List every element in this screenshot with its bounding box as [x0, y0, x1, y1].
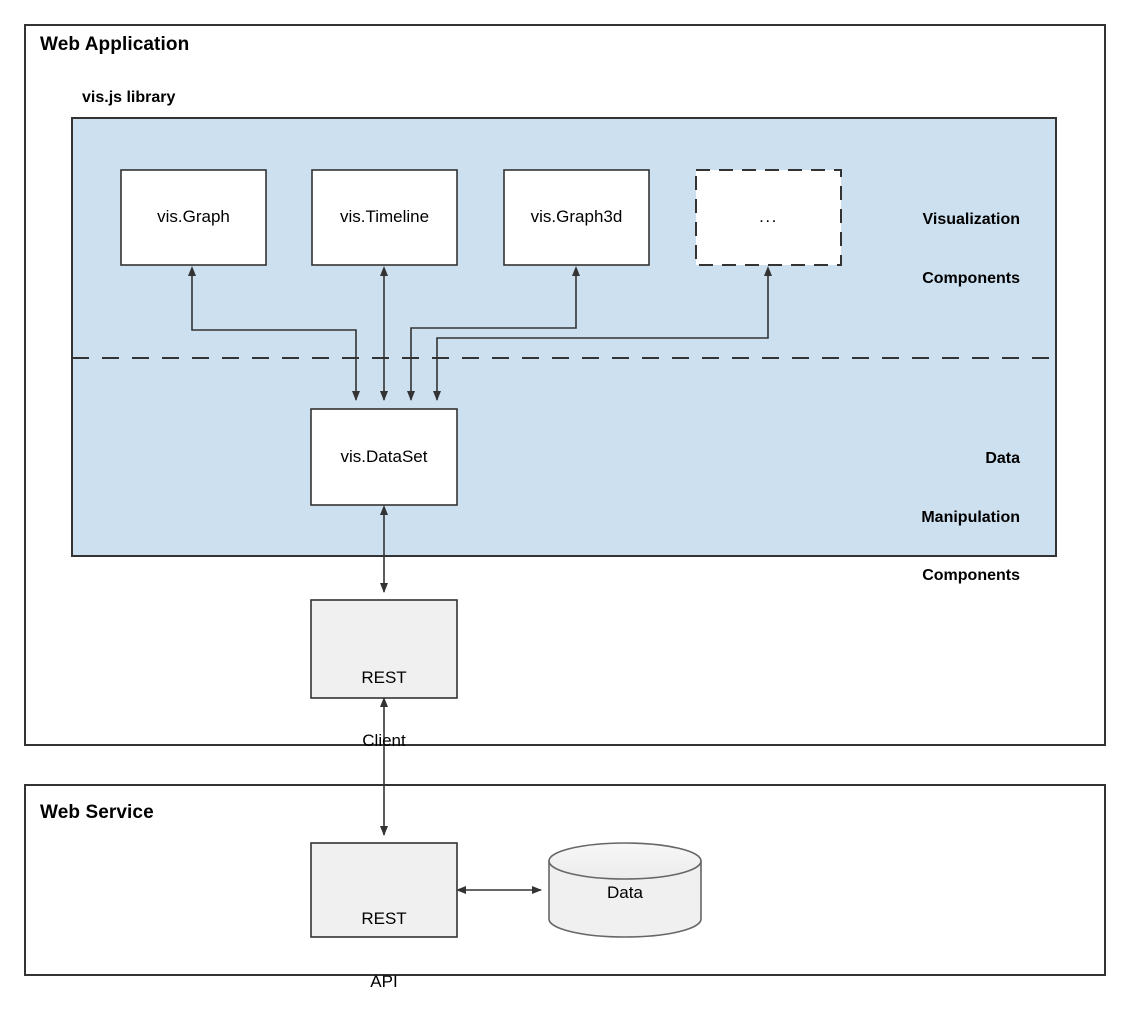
node-vis-timeline-box — [311, 169, 458, 266]
node-label-rest-api[interactable]: REST API — [311, 868, 457, 1034]
edge-vis-graph — [188, 266, 360, 401]
group-label-visualization-components: Visualization Components — [756, 171, 1020, 327]
panel-title-web-service: Web Service — [40, 802, 154, 823]
node-label-rest-client[interactable]: REST Client — [311, 627, 457, 793]
group-label-data-line3: Components — [922, 567, 1020, 585]
group-label-visualization-line1: Visualization — [922, 211, 1020, 229]
group-label-data-line1: Data — [985, 450, 1020, 468]
node-vis-graph3d-box — [503, 169, 650, 266]
architecture-diagram: Web Application Web Service vis.js libra… — [24, 24, 1106, 991]
edge-more — [433, 266, 772, 401]
group-label-data-line2: Manipulation — [921, 508, 1020, 526]
library-title: vis.js library — [82, 89, 176, 106]
node-label-vis-dataset[interactable]: vis.DataSet — [340, 447, 428, 466]
node-label-vis-graph3d[interactable]: vis.Graph3d — [530, 207, 623, 226]
node-rest-client-box — [310, 599, 458, 699]
group-label-visualization-line2: Components — [922, 269, 1020, 287]
group-label-data-manipulation-components: Data Manipulation Components — [756, 410, 1020, 625]
node-rest-api-box — [310, 842, 458, 938]
node-label-rest-client-line2: Client — [362, 730, 406, 750]
node-label-rest-api-line1: REST — [361, 909, 407, 929]
node-label-vis-timeline[interactable]: vis.Timeline — [339, 207, 430, 226]
node-data-cylinder — [548, 842, 702, 938]
node-vis-dataset-box — [310, 408, 458, 506]
node-more-box — [695, 169, 842, 266]
node-label-vis-graph[interactable]: vis.Graph — [157, 207, 230, 226]
node-label-rest-client-line1: REST — [361, 668, 407, 688]
node-label-more[interactable]: ... — [759, 207, 778, 226]
node-label-rest-api-line2: API — [370, 971, 398, 991]
node-label-data-store[interactable]: Data — [607, 883, 643, 902]
panel-title-web-application: Web Application — [40, 34, 190, 55]
node-vis-graph-box — [120, 169, 267, 266]
diagram-canvas — [24, 24, 1106, 976]
